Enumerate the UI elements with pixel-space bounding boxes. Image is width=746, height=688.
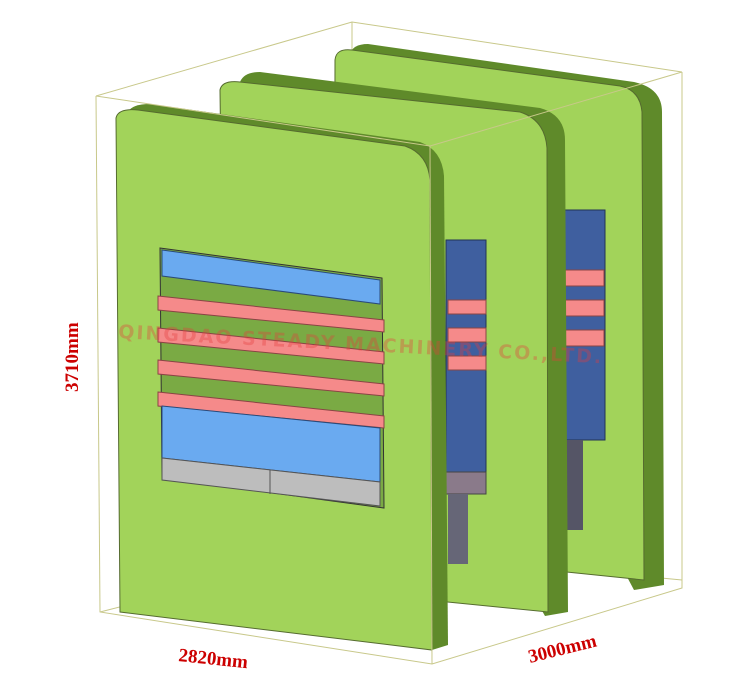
front-window bbox=[157, 247, 385, 509]
depth-dimension: 3000mm bbox=[526, 631, 599, 668]
middle-machinery bbox=[445, 239, 487, 564]
height-dimension: 3710mm bbox=[62, 322, 83, 392]
bounding-box-front bbox=[95, 71, 683, 665]
width-dimension: 2820mm bbox=[177, 645, 249, 673]
